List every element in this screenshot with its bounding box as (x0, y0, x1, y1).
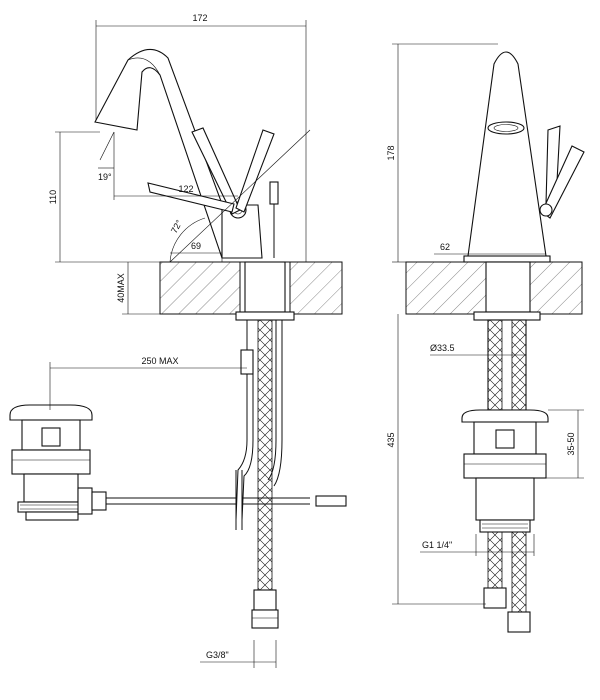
shank (235, 261, 295, 521)
lever-handles (147, 127, 279, 258)
dim-total-depth: 435 (386, 432, 396, 447)
front-dimension-lines (392, 43, 584, 605)
side-dimension-lines (49, 20, 307, 668)
dim-tilt-angle: 19° (98, 172, 112, 182)
dim-reach: 122 (178, 184, 193, 194)
dim-waste-thread: G1 1/4" (422, 540, 452, 550)
front-view (392, 43, 585, 633)
dim-shank-diameter: Ø33.5 (430, 343, 455, 353)
dim-overall-width: 172 (192, 13, 207, 23)
countertop-section-front (405, 261, 583, 315)
dim-lever-angle: 72° (169, 218, 184, 235)
countertop-section (159, 261, 343, 315)
dim-height: 110 (48, 190, 58, 204)
side-view (9, 20, 347, 668)
popup-waste (9, 404, 347, 530)
dim-deck-thickness: 40MAX (116, 273, 126, 303)
spout-body-front (463, 51, 585, 263)
popup-waste-front (461, 409, 549, 533)
dim-waste-reach: 250 MAX (141, 356, 178, 366)
dim-waste-range: 35-50 (566, 432, 576, 455)
braided-hose (251, 319, 279, 629)
dim-supply-connection: G3/8" (206, 650, 229, 660)
dim-base-diameter: 62 (440, 242, 450, 252)
dim-overall-height: 178 (386, 145, 396, 160)
dim-base-offset: 69 (191, 241, 201, 251)
